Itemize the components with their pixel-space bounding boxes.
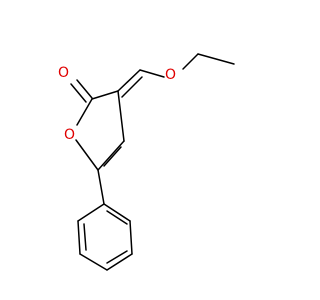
bond-ph-6-1 bbox=[77, 203, 105, 222]
bond-ph-4-5 bbox=[79, 253, 108, 271]
bond-c4-c3 bbox=[117, 90, 125, 142]
atom-label-carbonyl-oxygen: O bbox=[58, 65, 69, 81]
bond-ph-1-2-inner bbox=[106, 210, 128, 225]
bond-ph-5-6-inner bbox=[83, 223, 87, 251]
atom-label-ring-oxygen: O bbox=[64, 127, 75, 143]
bond-ph-3-4-inner bbox=[106, 250, 128, 264]
atom-label-group: O O O bbox=[58, 65, 176, 143]
bond-c5-c4 bbox=[97, 140, 125, 171]
bond-c2-c3 bbox=[91, 90, 119, 100]
bond-exo-o-ether bbox=[139, 69, 165, 78]
bond-c5-c4-inner bbox=[103, 146, 122, 167]
bond-carbonyl-double-b bbox=[70, 83, 87, 103]
bond-c3-exo-double-a bbox=[117, 69, 141, 92]
bond-c3-exo-double-b bbox=[121, 76, 143, 98]
bond-carbonyl-double-a bbox=[76, 79, 93, 99]
bond-ph-1-2 bbox=[103, 203, 131, 222]
bond-ph-5-6 bbox=[77, 220, 81, 255]
bond-c5-phenyl bbox=[97, 169, 105, 205]
atom-label-ether-oxygen: O bbox=[165, 67, 176, 83]
bond-ph-3-4 bbox=[106, 253, 133, 271]
bond-c2-o1 bbox=[76, 98, 93, 126]
bond-ph-2-3 bbox=[129, 220, 133, 255]
molecule-structure-diagram: O O O bbox=[58, 53, 235, 271]
bond-o1-c5 bbox=[75, 139, 99, 171]
bond-o-ether-ch2 bbox=[182, 53, 199, 70]
bond-ch2-ch3 bbox=[197, 53, 235, 65]
bond-group bbox=[70, 53, 235, 271]
